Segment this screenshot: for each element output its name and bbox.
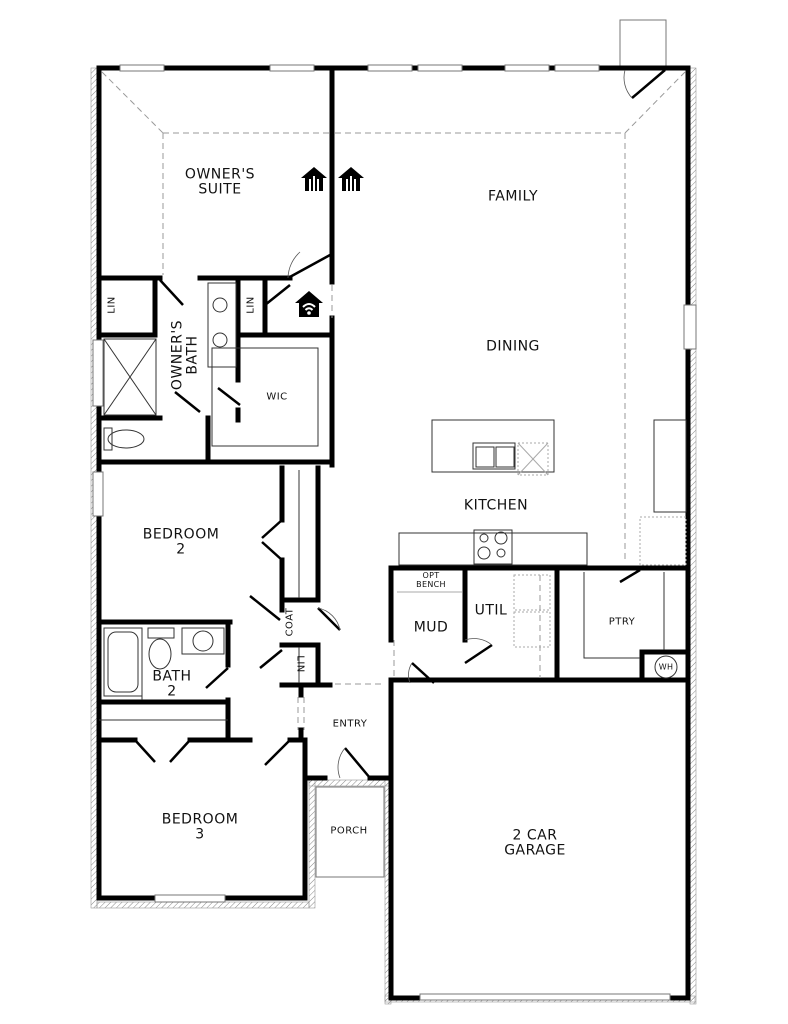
exterior-box: [619, 19, 667, 67]
bedroom2-line1: BEDROOM: [142, 526, 220, 543]
room-label-entry: ENTRY: [332, 718, 368, 730]
room-label-ptry: PTRY: [608, 616, 636, 628]
room-label-coat: COAT: [284, 607, 296, 637]
room-label-bedroom-3: BEDROOM 3: [161, 811, 239, 844]
room-label-dining: DINING: [486, 338, 540, 355]
room-label-opt-bench: OPT BENCH: [416, 571, 446, 590]
room-label-wic: WIC: [266, 391, 288, 403]
water-heater-label: WH: [658, 662, 674, 672]
owners-suite-line1: OWNER'S: [184, 166, 256, 183]
room-label-lin-bath: LIN: [106, 296, 118, 314]
room-label-util: UTIL: [474, 602, 508, 619]
ceiling-lines: [101, 71, 686, 730]
garage-line1: 2 CAR: [512, 827, 558, 844]
bath2-line2: 2: [167, 684, 177, 700]
room-label-owners-suite: OWNER'S SUITE: [184, 166, 256, 199]
room-label-mud: MUD: [413, 619, 449, 636]
smart-home-icon: [337, 166, 365, 196]
bath2-line1: BATH: [152, 668, 192, 685]
door-arcs: [287, 69, 633, 779]
opt-bench-line1: OPT: [422, 571, 440, 581]
room-label-lin-suite: LIN: [245, 296, 257, 314]
bedroom3-line2: 3: [195, 827, 205, 843]
room-label-bath-2: BATH 2: [152, 668, 192, 701]
bedroom2-line2: 2: [176, 542, 186, 558]
owners-bath-line2: BATH: [185, 335, 201, 375]
owners-bath-line1: OWNER'S: [169, 319, 186, 391]
room-label-kitchen: KITCHEN: [463, 497, 529, 514]
fixtures: [99, 282, 687, 878]
room-label-garage: 2 CAR GARAGE: [504, 827, 566, 860]
garage-line2: GARAGE: [504, 843, 566, 859]
room-label-porch: PORCH: [330, 825, 368, 837]
room-label-owners-bath: OWNER'S BATH: [169, 319, 202, 391]
opt-bench-line2: BENCH: [416, 580, 446, 589]
room-label-family: FAMILY: [487, 188, 539, 205]
interior-walls: [96, 65, 691, 781]
owners-suite-line2: SUITE: [198, 182, 242, 198]
wifi-home-icon: [294, 290, 324, 322]
windows: [92, 64, 697, 1001]
bedroom3-line1: BEDROOM: [161, 811, 239, 828]
smart-home-icon: [300, 166, 328, 196]
doors: [134, 69, 666, 779]
room-label-bedroom-2: BEDROOM 2: [142, 526, 220, 559]
room-label-lin-hall: LIN: [294, 655, 306, 673]
